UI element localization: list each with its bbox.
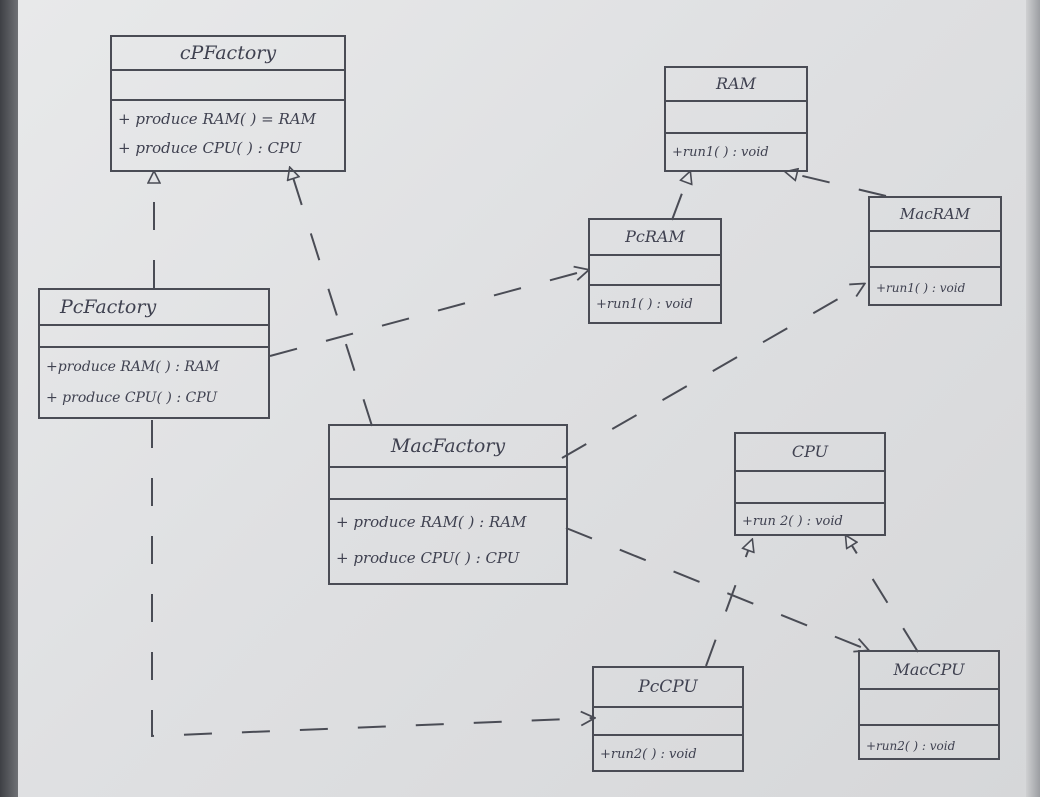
class-name: RAM	[666, 68, 806, 102]
class-macram: MacRAM +run1( ) : void	[868, 196, 1002, 306]
class-cpu: CPU +run 2( ) : void	[734, 432, 886, 536]
class-operations: +run 2( ) : void	[736, 504, 884, 540]
class-operations: +run1( ) : void	[666, 134, 806, 172]
class-operations: +run2( ) : void	[594, 736, 742, 774]
class-name: MacRAM	[870, 198, 1000, 232]
realize-macfactory-cpfactory	[290, 168, 373, 427]
realize-macram-ram	[786, 172, 887, 197]
class-operations: +produce RAM( ) : RAM + produce CPU( ) :…	[40, 348, 268, 418]
operation: +run2( ) : void	[866, 739, 956, 753]
desk-edge-right	[1026, 0, 1040, 797]
operation: +run1( ) : void	[876, 281, 966, 295]
operation: +run1( ) : void	[596, 297, 693, 312]
class-maccpu: MacCPU +run2( ) : void	[858, 650, 1000, 760]
operation: +run 2( ) : void	[742, 514, 843, 529]
class-operations: +run1( ) : void	[590, 286, 720, 324]
class-name: PcFactory	[40, 290, 268, 326]
realize-pccpu-cpu	[705, 540, 752, 667]
class-name: PcRAM	[590, 220, 720, 256]
class-pcram: PcRAM +run1( ) : void	[588, 218, 722, 324]
class-attributes	[112, 71, 344, 101]
class-attributes	[870, 232, 1000, 268]
class-operations: + produce RAM( ) = RAM + produce CPU( ) …	[112, 101, 344, 167]
class-attributes	[736, 472, 884, 504]
class-ram: RAM +run1( ) : void	[664, 66, 808, 172]
operation: +run2( ) : void	[600, 747, 697, 762]
class-name: MacFactory	[330, 426, 566, 468]
class-name: PcCPU	[594, 668, 742, 708]
desk-edge-left	[0, 0, 22, 797]
class-attributes	[40, 326, 268, 348]
class-operations: +run2( ) : void	[860, 726, 998, 766]
depend-pcfactory-pccpu	[151, 420, 594, 738]
class-attributes	[860, 690, 998, 726]
class-name: cPFactory	[112, 37, 344, 71]
class-attributes	[590, 256, 720, 286]
class-pccpu: PcCPU +run2( ) : void	[592, 666, 744, 772]
depend-pcfactory-pcram	[269, 270, 588, 357]
class-pcfactory: PcFactory +produce RAM( ) : RAM + produc…	[38, 288, 270, 419]
class-name: MacCPU	[860, 652, 998, 690]
operation: + produce RAM( ) = RAM	[118, 110, 316, 128]
class-attributes	[666, 102, 806, 134]
class-name: CPU	[736, 434, 884, 472]
depend-macfactory-macram	[561, 284, 864, 459]
operation: + produce RAM( ) : RAM	[336, 513, 527, 531]
class-attributes	[330, 468, 566, 500]
class-attributes	[594, 708, 742, 736]
operation: + produce CPU( ) : CPU	[118, 139, 302, 157]
realize-maccpu-cpu	[846, 536, 919, 653]
realize-pcram-ram	[671, 172, 690, 221]
operation: +produce RAM( ) : RAM	[46, 359, 220, 375]
operation: + produce CPU( ) : CPU	[46, 390, 218, 406]
depend-macfactory-maccpu	[565, 527, 868, 650]
class-operations: + produce RAM( ) : RAM + produce CPU( ) …	[330, 500, 566, 580]
class-cpfactory: cPFactory + produce RAM( ) = RAM + produ…	[110, 35, 346, 172]
class-macfactory: MacFactory + produce RAM( ) : RAM + prod…	[328, 424, 568, 585]
operation: + produce CPU( ) : CPU	[336, 549, 520, 567]
operation: +run1( ) : void	[672, 145, 769, 160]
class-operations: +run1( ) : void	[870, 268, 1000, 308]
